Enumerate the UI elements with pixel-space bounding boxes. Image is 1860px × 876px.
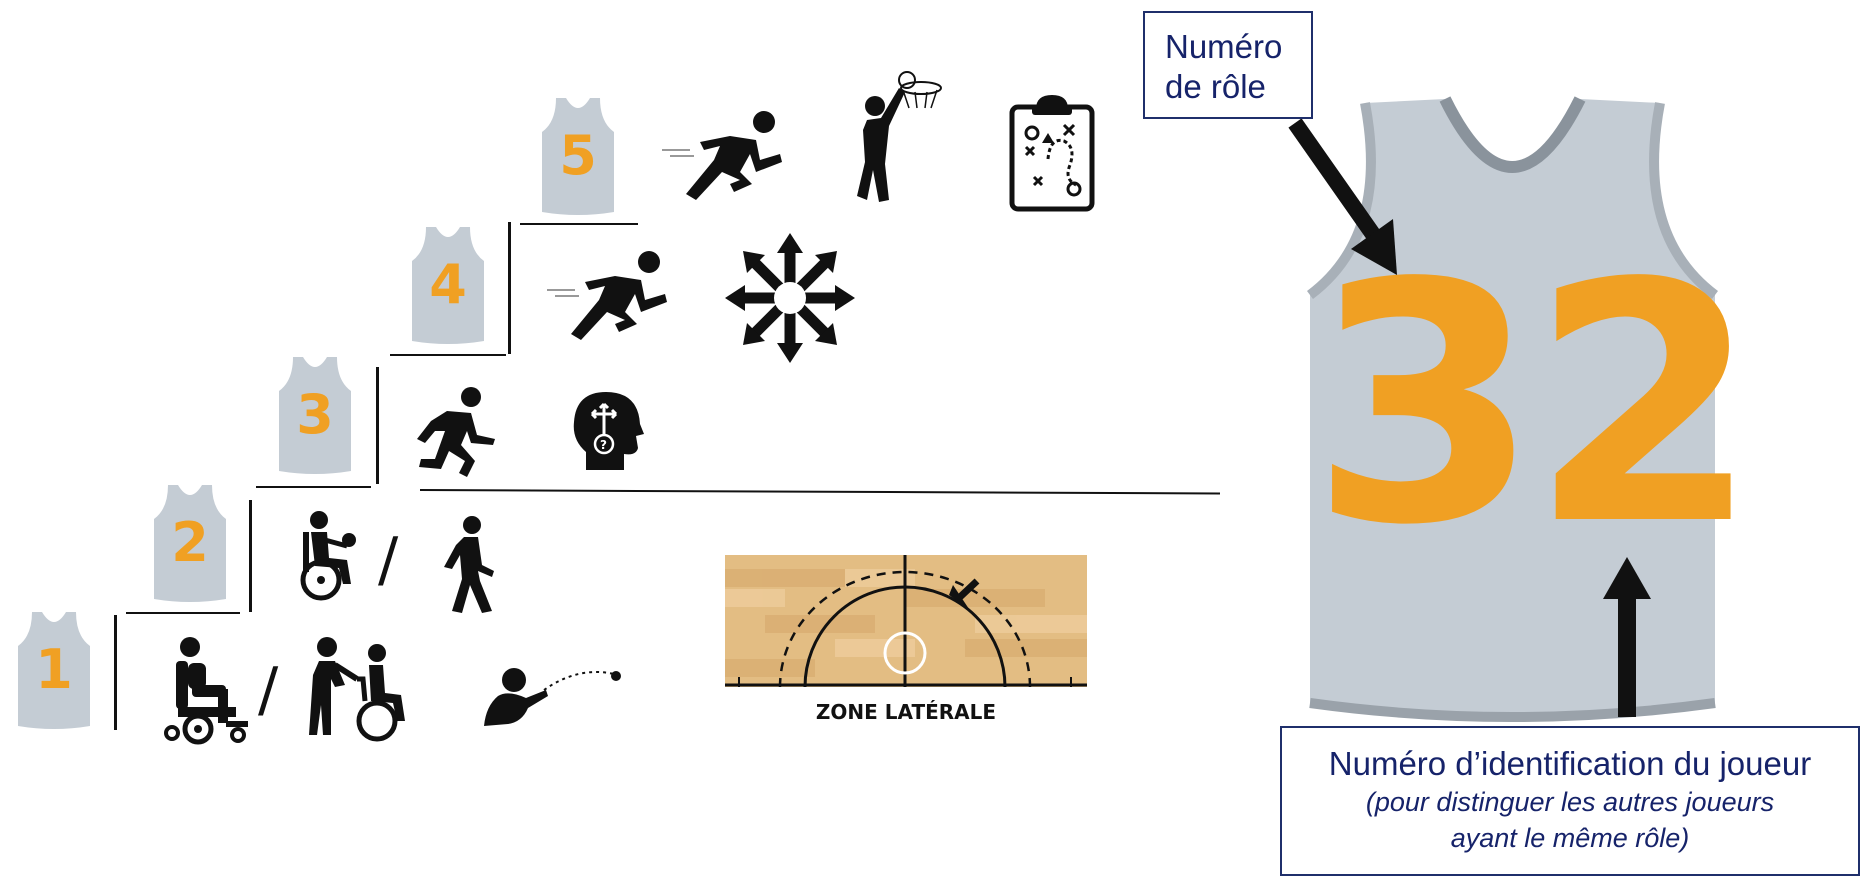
jersey-class-1: 1	[14, 610, 94, 730]
basketball-shot-icon	[833, 68, 943, 208]
sprinting-person-icon	[660, 110, 785, 205]
role-callout-line-2: de rôle	[1165, 68, 1266, 105]
thinking-head-icon: ?	[570, 390, 645, 472]
directions-burst-icon	[725, 233, 855, 363]
sprinting-person-icon	[545, 250, 670, 345]
jersey-class-5: 5	[538, 96, 618, 216]
stair-divider-1	[114, 615, 117, 730]
stair-step-5	[520, 223, 638, 225]
id-callout-title: Numéro d’identification du joueur	[1328, 745, 1812, 782]
jersey-class-2: 2	[150, 483, 230, 603]
power-wheelchair-icon	[160, 635, 255, 745]
svg-text:?: ?	[600, 438, 607, 452]
jersey-class-3: 3	[275, 355, 355, 475]
id-callout-note-2: ayant le même rôle)	[1450, 823, 1690, 853]
wheelchair-user-icon	[295, 510, 365, 605]
jersey-class-1-number: 1	[35, 638, 73, 701]
walking-person-icon	[440, 515, 500, 615]
zone-divider-line	[419, 489, 1220, 495]
game-plan-clipboard-icon	[1008, 93, 1096, 213]
role-number-arrow	[1285, 115, 1415, 285]
id-number-arrow	[1597, 555, 1657, 722]
player-id-callout: Numéro d’identification du joueur (pour …	[1280, 726, 1860, 876]
assisted-wheelchair-icon	[305, 635, 415, 745]
jersey-class-4-number: 4	[429, 253, 467, 316]
id-callout-note-1: (pour distinguer les autres joueurs	[1365, 787, 1775, 817]
jersey-class-5-number: 5	[559, 124, 597, 187]
example-jersey-number: 32	[1310, 213, 1759, 597]
court-caption: ZONE LATÉRALE	[815, 700, 997, 724]
stair-step-2	[126, 612, 240, 614]
court-diagram	[725, 555, 1087, 692]
stair-step-3	[256, 486, 371, 488]
jersey-class-3-number: 3	[296, 383, 334, 446]
jersey-class-2-number: 2	[171, 511, 209, 574]
stair-step-4	[390, 354, 506, 356]
ball-throw-icon	[478, 660, 628, 730]
role-callout-line-1: Numéro	[1165, 28, 1283, 65]
stair-divider-4	[508, 222, 511, 354]
stair-divider-2	[249, 500, 252, 612]
separator-slash-2: /	[378, 525, 399, 595]
example-jersey	[1305, 85, 1720, 730]
stair-divider-3	[376, 367, 379, 484]
separator-slash-1: /	[258, 655, 279, 725]
role-number-callout: Numéro de rôle	[1143, 11, 1313, 119]
jersey-class-4: 4	[408, 225, 488, 345]
running-person-icon	[405, 385, 500, 480]
